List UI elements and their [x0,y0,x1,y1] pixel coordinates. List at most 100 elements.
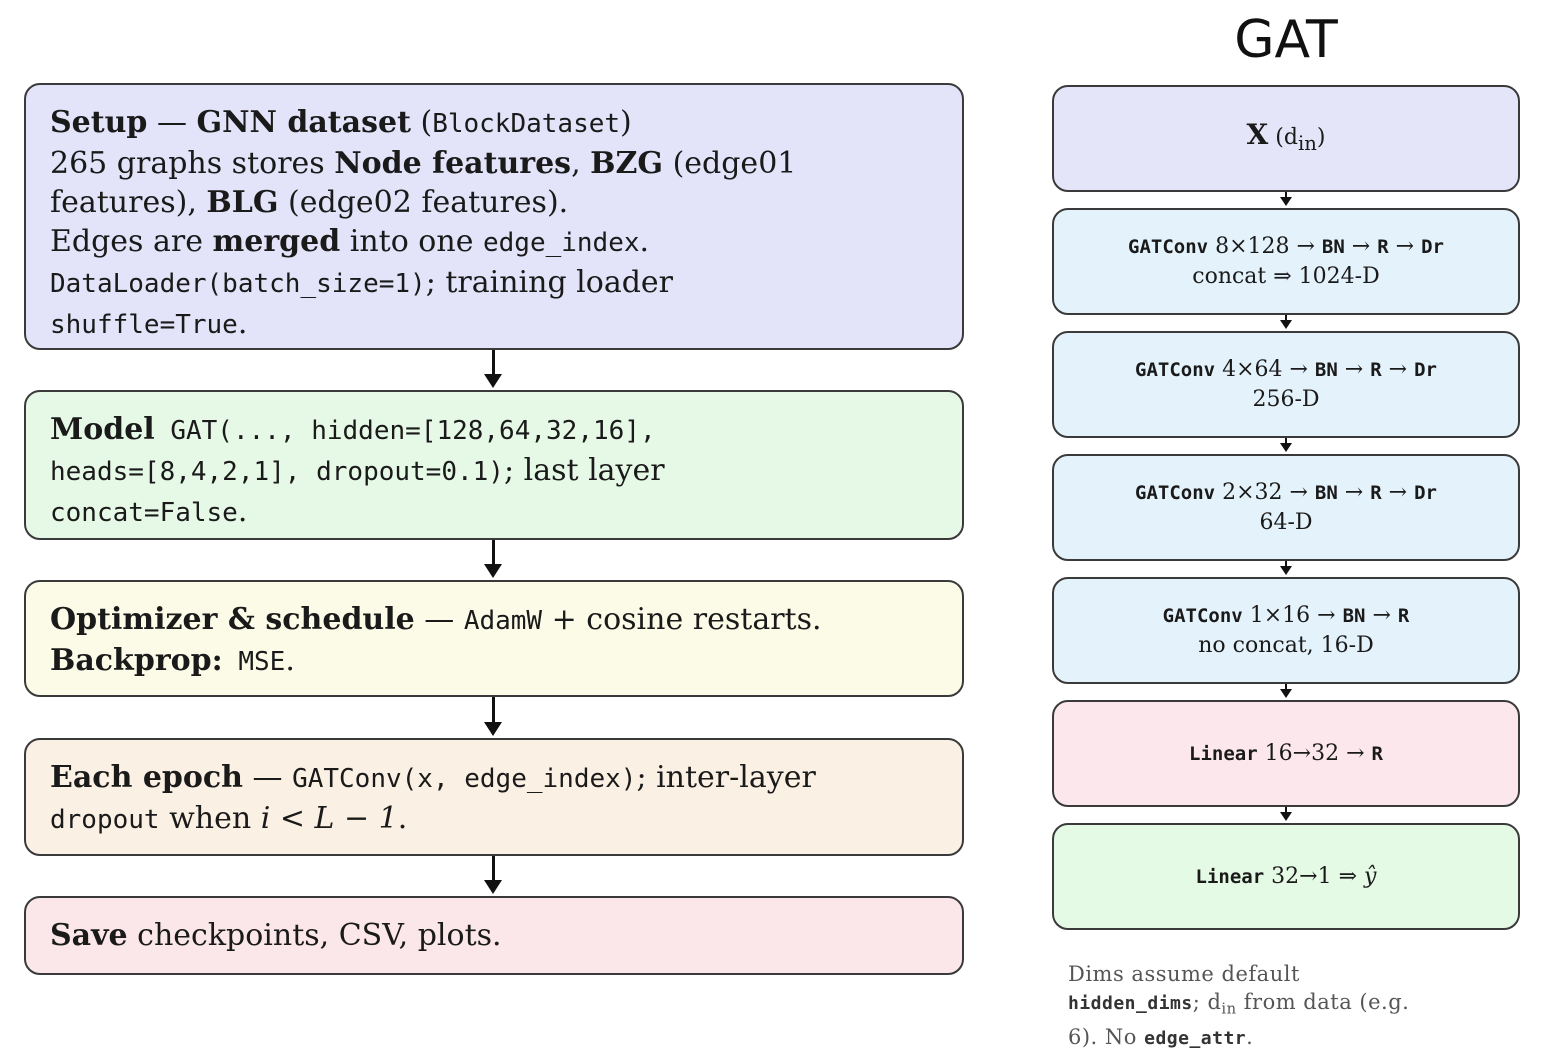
setup-merged: merged [212,224,341,259]
setup-edge-index: edge_index [482,228,640,258]
dims-note-hidden-dims: hidden_dims [1068,993,1193,1014]
epoch-text: . [397,801,408,836]
model-line-1: Model GAT(..., hidden=[128,64,32,16], [50,410,938,451]
epoch-dash: — [242,760,293,795]
gat-conv3-arrow: → [1381,480,1415,505]
gat-linear1-relu: R [1371,742,1383,765]
model-concat: concat=False [50,498,238,528]
gat-conv2-box: GATConv 4×64 → BN → R → Dr 256-D [1052,331,1520,438]
setup-shuffle: shuffle=True [50,310,238,340]
save-title: Save [50,918,128,953]
setup-bzg: BZG [590,146,664,181]
gat-conv4-arrow: → [1365,603,1398,628]
model-box: Model GAT(..., hidden=[128,64,32,16], he… [24,390,964,540]
optimizer-text: . [285,643,295,678]
gat-arrowhead-4 [1280,566,1292,575]
setup-text: , [571,146,591,181]
gat-input-label: X (din) [1247,120,1326,158]
gat-conv1-line1: GATConv 8×128 → BN → R → Dr [1128,232,1444,262]
epoch-gatconv-call: GATConv(x, edge_index) [292,764,637,794]
dims-note-line2: hidden_dims; din from data (e.g. [1068,988,1528,1023]
epoch-text: when [159,801,261,836]
model-heads: heads=[8,4,2,1], dropout=0.1) [50,457,504,487]
setup-text: . [237,306,248,341]
gat-conv3-bn: BN [1314,482,1338,504]
gat-linear1-line: Linear 16→32 → R [1189,739,1383,769]
setup-text: ; training loader [425,265,674,300]
optimizer-line-1: Optimizer & schedule — AdamW + cosine re… [50,600,938,641]
setup-dataset: GNN dataset [196,105,411,140]
gat-linear2-line: Linear 32→1 ⇒ ŷ [1196,862,1377,892]
gat-conv3-line1: GATConv 2×32 → BN → R → Dr [1135,478,1437,508]
gat-arrowhead-6 [1280,812,1292,821]
setup-line-1: Setup — GNN dataset (BlockDataset) [50,103,938,144]
gat-connector-1 [1285,192,1287,198]
model-title: Model [50,412,155,447]
dims-note-line3: 6). No edge_attr. [1068,1023,1528,1053]
backprop-title: Backprop: [50,643,223,678]
epoch-box: Each epoch — GATConv(x, edge_index); int… [24,738,964,856]
setup-line-2: 265 graphs stores Node features, BZG (ed… [50,144,938,183]
gat-conv4-relu: R [1397,605,1410,627]
model-signature: GAT(..., hidden=[128,64,32,16], [154,416,656,446]
save-text: checkpoints, CSV, plots. [127,918,502,953]
model-text: ; last layer [503,453,665,488]
gat-conv2-arrow: → [1381,357,1415,382]
setup-paren-close: ) [620,105,632,140]
gat-output-yhat: ŷ [1364,863,1377,889]
gat-input-box: X (din) [1052,85,1520,192]
flow-arrowhead-4 [484,880,502,894]
optimizer-title: Optimizer & schedule [50,602,415,637]
setup-dataloader: DataLoader(batch_size=1) [50,269,426,299]
epoch-title: Each epoch [50,760,243,795]
gat-linear2-dims: 32→1 ⇒ [1264,863,1365,889]
gat-title: GAT [1234,10,1338,70]
gat-conv4-op: GATConv [1162,605,1243,627]
setup-line-3: features), BLG (edge02 features). [50,183,938,222]
setup-text: (edge01 [663,146,797,181]
gat-arrowhead-5 [1280,689,1292,698]
setup-text: features), [50,185,207,220]
epoch-condition: i < L − 1 [260,801,398,836]
gat-conv2-arrow: → [1337,357,1371,382]
epoch-line-2: dropout when i < L − 1. [50,799,938,840]
gat-conv4-box: GATConv 1×16 → BN → R no concat, 16-D [1052,577,1520,684]
gat-conv1-box: GATConv 8×128 → BN → R → Dr concat ⇒ 102… [1052,208,1520,315]
gat-conv1-op: GATConv [1128,236,1209,258]
gat-conv2-bn: BN [1314,359,1338,381]
flow-arrow-4 [492,856,495,882]
gat-conv3-dropout: Dr [1414,482,1437,504]
setup-text: Edges are [50,224,213,259]
gat-connector-4 [1285,561,1287,567]
flow-arrowhead-2 [484,564,502,578]
dims-note-text: ; d [1192,990,1222,1014]
gat-conv1-dropout: Dr [1421,236,1444,258]
gat-linear1-box: Linear 16→32 → R [1052,700,1520,807]
gat-conv3-box: GATConv 2×32 → BN → R → Dr 64-D [1052,454,1520,561]
setup-box: Setup — GNN dataset (BlockDataset) 265 g… [24,83,964,350]
setup-line-5: DataLoader(batch_size=1); training loade… [50,263,938,304]
gat-conv3-line2: 64-D [1259,510,1313,535]
model-text: . [237,494,248,529]
gat-conv1-bn: BN [1321,236,1345,258]
gat-linear2-box: Linear 32→1 ⇒ ŷ [1052,823,1520,930]
epoch-dropout: dropout [50,805,160,835]
gat-conv1-arrow: → [1388,234,1422,259]
gat-conv1-arrow: → [1344,234,1378,259]
setup-text: 265 graphs stores [50,146,335,181]
optimizer-text: + cosine restarts. [542,602,822,637]
epoch-text: ; inter-layer [636,760,816,795]
epoch-line-1: Each epoch — GATConv(x, edge_index); int… [50,758,938,799]
save-box: Save checkpoints, CSV, plots. [24,896,964,975]
dims-note-text: 6). No [1068,1025,1145,1050]
gat-input-sub: in [1297,131,1317,155]
gat-conv2-line2: 256-D [1252,387,1320,412]
dims-note: Dims assume default hidden_dims; din fro… [1068,960,1528,1053]
gat-conv3-relu: R [1370,482,1382,504]
gat-conv2-dims: 4×64 → [1215,357,1315,382]
setup-text: into one [340,224,483,259]
gat-conv2-relu: R [1370,359,1382,381]
setup-node-features: Node features [334,146,572,181]
dims-note-line1: Dims assume default [1068,962,1300,986]
gat-arrowhead-1 [1280,197,1292,206]
